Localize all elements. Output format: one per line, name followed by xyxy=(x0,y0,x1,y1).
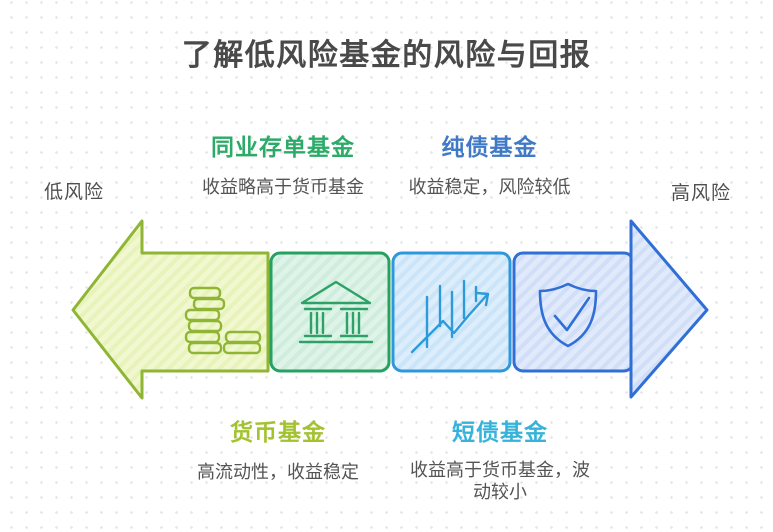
fund-label-short-bond: 短债基金 收益高于货币基金，波动较小 xyxy=(400,419,600,503)
high-risk-label: 高风险 xyxy=(671,183,732,204)
shield-segment-box xyxy=(512,251,635,373)
coins-icon xyxy=(184,286,262,355)
fund-name-pure-bond: 纯债基金 xyxy=(441,134,538,160)
fund-desc-short-bond: 收益高于货币基金，波动较小 xyxy=(410,460,590,502)
shield-check-icon xyxy=(538,282,598,348)
low-risk-label: 低风险 xyxy=(44,182,105,203)
fund-desc-money-market: 高流动性，收益稳定 xyxy=(197,462,359,482)
fund-label-interbank-deposit: 同业存单基金 收益略高于货币基金 xyxy=(181,134,385,198)
left-arrow-segment xyxy=(71,219,270,400)
fund-desc-interbank-deposit: 收益略高于货币基金 xyxy=(202,177,364,197)
fund-label-pure-bond: 纯债基金 收益稳定，风险较低 xyxy=(392,134,587,198)
right-arrow-head xyxy=(629,219,709,399)
fund-name-short-bond: 短债基金 xyxy=(452,419,548,445)
chart-up-icon xyxy=(410,279,490,354)
fund-desc-pure-bond: 收益稳定，风险较低 xyxy=(408,177,571,197)
fund-name-money-market: 货币基金 xyxy=(230,419,326,445)
fund-name-interbank-deposit: 同业存单基金 xyxy=(211,134,355,160)
risk-arrow-diagram xyxy=(71,219,709,400)
bank-segment-box xyxy=(269,251,391,373)
bank-icon xyxy=(298,280,374,344)
page-title: 了解低风险基金的风险与回报 xyxy=(181,39,592,72)
fund-label-money-market: 货币基金 高流动性，收益稳定 xyxy=(178,419,378,483)
